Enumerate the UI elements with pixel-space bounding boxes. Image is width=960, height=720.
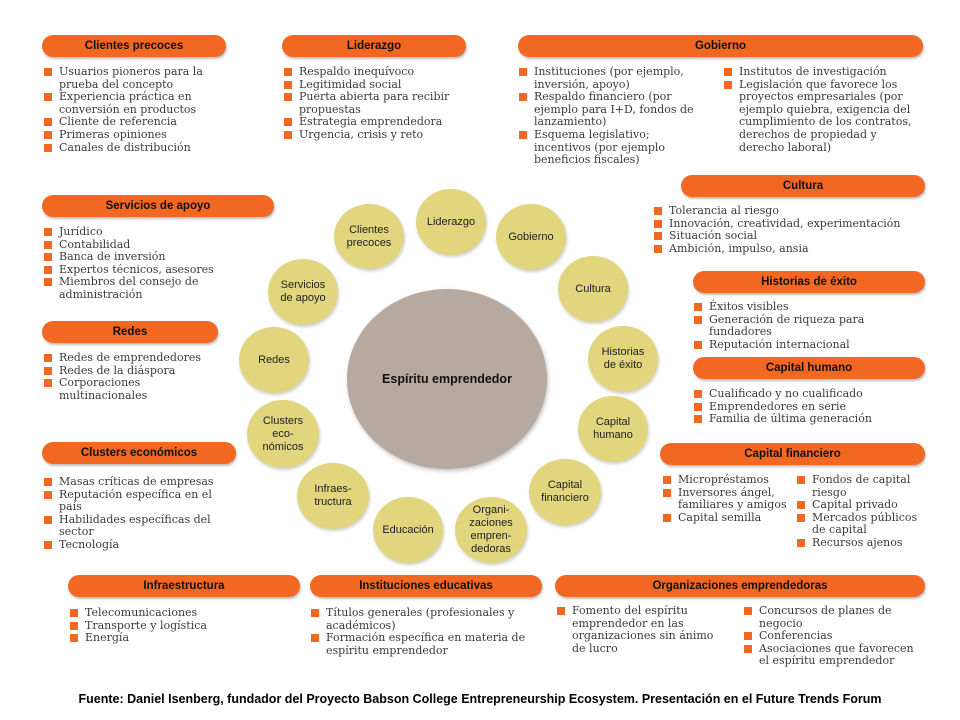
list-infraestructura: Telecomunicaciones Transporte y logístic… <box>70 606 290 645</box>
list-item: Recursos ajenos <box>797 536 925 550</box>
circle-infraestructura: Infraes- tructura <box>297 463 369 529</box>
list-item: Asociaciones que favorecen el espíritu e… <box>744 642 926 668</box>
list-item: Capital privado <box>797 499 925 512</box>
list-item: Familia de última generación <box>694 413 919 426</box>
list-item: Institutos de investigación <box>724 65 924 79</box>
list-item: Miembros del consejo de administración <box>44 276 234 301</box>
list-item: Situación social <box>654 230 929 243</box>
circle-gobierno: Gobierno <box>496 204 566 270</box>
list-item: Transporte y logística <box>70 619 290 633</box>
header-cultura: Cultura <box>681 175 925 197</box>
header-infraestructura: Infraestructura <box>68 575 300 597</box>
list-item: Redes de la diáspora <box>44 364 229 378</box>
list-item: Legitimidad social <box>284 78 464 92</box>
list-item: Reputación específica en el país <box>44 488 234 514</box>
center-circle-espiritu-emprendedor: Espíritu emprendedor <box>347 289 547 469</box>
list-item: Energía <box>70 632 290 645</box>
list-item: Fomento del espíritu emprendedor en las … <box>557 604 729 655</box>
list-item: Redes de emprendedores <box>44 351 229 365</box>
list-item: Urgencia, crisis y reto <box>284 128 464 142</box>
list-item: Concursos de planes de negocio <box>744 604 926 630</box>
list-item: Contabilidad <box>44 238 234 252</box>
list-organizaciones-left: Fomento del espíritu emprendedor en las … <box>557 604 729 655</box>
list-item: Éxitos visibles <box>694 300 894 314</box>
list-item: Mercados públicos de capital <box>797 511 925 537</box>
header-capital-financiero: Capital financiero <box>660 443 925 465</box>
header-instituciones-educativas: Instituciones educativas <box>310 575 542 597</box>
list-item: Primeras opiniones <box>44 128 224 142</box>
list-item: Títulos generales (profesionales y acadé… <box>311 606 543 632</box>
list-item: Banca de inversión <box>44 251 234 264</box>
list-capital-financiero-left: Micropréstamos Inversores ángel, familia… <box>663 473 788 525</box>
header-clusters-economicos: Clusters económicos <box>42 442 236 464</box>
list-item: Formación específica en materia de espír… <box>311 631 543 657</box>
list-item: Masas críticas de empresas <box>44 475 234 489</box>
header-liderazgo: Liderazgo <box>282 35 466 57</box>
list-organizaciones-right: Concursos de planes de negocio Conferenc… <box>744 604 926 668</box>
list-item: Micropréstamos <box>663 473 788 487</box>
list-item: Canales de distribución <box>44 141 224 155</box>
list-servicios-de-apoyo: Jurídico Contabilidad Banca de inversión… <box>44 225 234 302</box>
list-cultura: Tolerancia al riesgo Innovación, creativ… <box>654 204 929 256</box>
list-item: Generación de riqueza para fundadores <box>694 313 894 339</box>
list-item: Conferencias <box>744 630 926 643</box>
header-servicios-de-apoyo: Servicios de apoyo <box>42 195 274 217</box>
circle-capital-financiero: Capital financiero <box>529 459 601 525</box>
circle-capital-humano: Capital humano <box>578 396 648 462</box>
list-item: Usuarios pioneros para la prueba del con… <box>44 65 224 91</box>
list-item: Puerta abierta para recibir propuestas <box>284 90 464 116</box>
list-item: Telecomunicaciones <box>70 606 290 620</box>
header-capital-humano: Capital humano <box>693 357 925 379</box>
list-redes: Redes de emprendedores Redes de la diásp… <box>44 351 229 402</box>
source-caption: Fuente: Daniel Isenberg, fundador del Pr… <box>78 692 882 706</box>
list-capital-humano: Cualificado y no cualificado Emprendedor… <box>694 387 919 426</box>
header-redes: Redes <box>42 321 218 343</box>
list-item: Capital semilla <box>663 511 788 525</box>
list-clientes-precoces: Usuarios pioneros para la prueba del con… <box>44 65 224 155</box>
circle-historias-de-exito: Historias de éxito <box>588 326 658 392</box>
circle-cultura: Cultura <box>558 256 628 322</box>
circle-liderazgo: Liderazgo <box>416 189 486 255</box>
list-item: Respaldo inequívoco <box>284 65 464 79</box>
list-liderazgo: Respaldo inequívoco Legitimidad social P… <box>284 65 464 142</box>
header-organizaciones-emprendedoras: Organizaciones emprendedoras <box>555 575 925 597</box>
list-item: Legislación que favorece los proyectos e… <box>724 78 924 155</box>
list-instituciones-educativas: Títulos generales (profesionales y acadé… <box>311 606 543 657</box>
list-item: Reputación internacional <box>694 338 894 352</box>
list-item: Ambición, impulso, ansia <box>654 242 929 256</box>
list-item: Fondos de capital riesgo <box>797 473 925 499</box>
list-historias-de-exito: Éxitos visibles Generación de riqueza pa… <box>694 300 894 352</box>
header-clientes-precoces: Clientes precoces <box>42 35 226 57</box>
list-item: Instituciones (por ejemplo, inversión, a… <box>519 65 707 91</box>
list-item: Esquema legislativo; incentivos (por eje… <box>519 128 707 167</box>
list-item: Habilidades específicas del sector <box>44 513 234 539</box>
list-item: Emprendedores en serie <box>694 400 919 414</box>
list-capital-financiero-right: Fondos de capital riesgo Capital privado… <box>797 473 925 550</box>
list-item: Cualificado y no cualificado <box>694 387 919 401</box>
list-item: Tecnología <box>44 538 234 552</box>
list-item: Inversores ángel, familiares y amigos <box>663 486 788 512</box>
list-item: Estrategia emprendedora <box>284 116 464 129</box>
list-item: Corporaciones multinacionales <box>44 376 229 402</box>
list-gobierno-left: Instituciones (por ejemplo, inversión, a… <box>519 65 707 167</box>
list-clusters-economicos: Masas críticas de empresas Reputación es… <box>44 475 234 552</box>
circle-clusters-economicos: Clusters eco- nómicos <box>247 400 319 468</box>
header-gobierno: Gobierno <box>518 35 923 57</box>
list-item: Cliente de referencia <box>44 116 224 129</box>
list-item: Jurídico <box>44 225 234 239</box>
list-item: Tolerancia al riesgo <box>654 204 929 218</box>
circle-educacion: Educación <box>373 497 443 563</box>
circle-redes: Redes <box>239 327 309 393</box>
list-item: Innovación, creatividad, experimentación <box>654 217 929 231</box>
circle-clientes-precoces: Clientes precoces <box>334 204 404 269</box>
circle-organizaciones-emprendedoras: Organi- zaciones empren- dedoras <box>455 497 527 563</box>
list-item: Expertos técnicos, asesores <box>44 263 234 277</box>
list-gobierno-right: Institutos de investigación Legislación … <box>724 65 924 155</box>
list-item: Experiencia práctica en conversión en pr… <box>44 90 224 116</box>
circle-servicios-de-apoyo: Servicios de apoyo <box>268 259 338 325</box>
header-historias-de-exito: Historias de éxito <box>693 271 925 293</box>
list-item: Respaldo financiero (por ejemplo para I+… <box>519 90 707 129</box>
